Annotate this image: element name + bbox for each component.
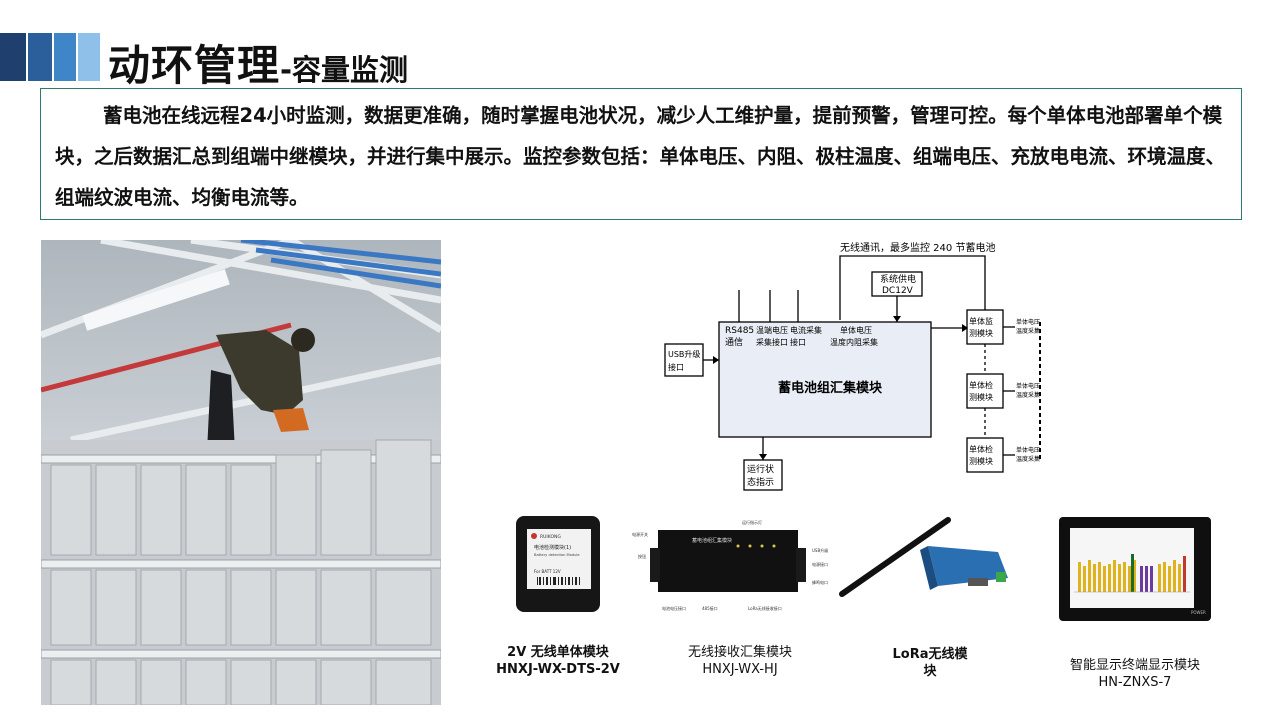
- diagram-port3: 单体电压: [840, 325, 872, 335]
- diagram-tag-3b: 温度采集: [1016, 455, 1040, 463]
- product-display-caption: 智能显示终端显示模块 HN-ZNXS-7: [1050, 657, 1220, 691]
- diagram-tag-2: 单体电压: [1016, 382, 1040, 390]
- system-diagram-svg: 无线通讯，最多监控 240 节蓄电池 系统供电 DC12V RS485 通信 温…: [664, 241, 1041, 491]
- diagram-tag-1b: 温度采集: [1016, 327, 1040, 335]
- receiver-callout-usb: USB升级: [812, 547, 828, 553]
- diagram-cell-2b: 测模块: [969, 392, 993, 402]
- diagram-wireless-note: 无线通讯，最多监控 240 节蓄电池: [840, 241, 995, 254]
- deco-bar-3: [54, 33, 76, 81]
- receiver-callout-voltage: 电池电压接口: [662, 605, 686, 611]
- diagram-power-line2: DC12V: [882, 286, 914, 296]
- diagram-usb-2: 接口: [668, 362, 684, 372]
- page-title-main: 动环管理: [108, 41, 281, 90]
- product-display-terminal: POWER: [1058, 516, 1212, 622]
- battery-room-photo: [41, 240, 441, 705]
- description-text: 蓄电池在线远程24小时监测，数据更准确，随时掌握电池状况，减少人工维护量，提前预…: [55, 104, 1226, 209]
- lora-module-image: [839, 517, 1008, 597]
- diagram-rs485: RS485: [725, 326, 754, 336]
- product-cell-module: RUIKONG 电池检测模块(1) Battery detection Modu…: [515, 515, 601, 613]
- receiver-callout-lora: LoRa无线接收接口: [748, 605, 782, 611]
- diagram-tag-2b: 温度采集: [1016, 391, 1040, 399]
- product-lora-module: [838, 516, 1013, 598]
- product-cell-caption: 2V 无线单体模块 HNXJ-WX-DTS-2V: [478, 644, 638, 678]
- diagram-usb: USB升级: [668, 349, 700, 359]
- cell-module-label2: Battery detection Module: [534, 553, 580, 557]
- diagram-port1: 温端电压: [756, 325, 788, 335]
- diagram-rs485-2: 通信: [725, 336, 743, 348]
- diagram-cell-1b: 测模块: [969, 328, 993, 338]
- product-receiver-model: HNXJ-WX-HJ: [702, 662, 778, 677]
- product-receiver-module: 蓄电池组汇集模块 运行指示灯 电源开关 按钮 USB升级 电源接口 蜂鸣电口 电…: [632, 518, 830, 614]
- cell-module-label3: For BATT 12V: [534, 569, 561, 574]
- diagram-main-module: 蓄电池组汇集模块: [778, 380, 883, 396]
- diagram-status: 运行状: [747, 463, 774, 475]
- diagram-port1-2: 采集接口: [756, 337, 788, 347]
- product-cell-name: 2V 无线单体模块: [507, 645, 609, 660]
- product-lora-caption: LoRa无线模 块: [870, 646, 990, 680]
- product-receiver-caption: 无线接收汇集模块 HNXJ-WX-HJ: [660, 644, 820, 678]
- diagram-power-line1: 系统供电: [880, 273, 916, 285]
- receiver-callout-buzzer: 蜂鸣电口: [812, 579, 828, 585]
- receiver-callout-485: 485接口: [702, 605, 718, 611]
- deco-bar-4: [78, 33, 100, 81]
- diagram-port3-2: 温度内阻采集: [830, 337, 878, 347]
- page-title-sub: -容量监测: [280, 53, 409, 87]
- diagram-cell-2: 单体检: [969, 380, 993, 390]
- diagram-cell-3: 单体检: [969, 444, 993, 454]
- receiver-callout-switch: 电源开关: [632, 531, 648, 537]
- product-receiver-name: 无线接收汇集模块: [687, 645, 792, 660]
- product-lora-name2: 块: [923, 664, 937, 679]
- cell-module-image: RUIKONG 电池检测模块(1) Battery detection Modu…: [516, 516, 600, 612]
- diagram-cell-3b: 测模块: [969, 456, 993, 466]
- product-display-name: 智能显示终端显示模块: [1069, 658, 1200, 673]
- product-lora-name: LoRa无线模: [892, 647, 968, 662]
- receiver-callout-power: 电源接口: [812, 561, 828, 567]
- page-title: 动环管理-容量监测: [108, 32, 408, 93]
- display-terminal-image: POWER: [1059, 517, 1211, 621]
- battery-room-illustration: [41, 240, 441, 705]
- display-brand: POWER: [1191, 610, 1206, 615]
- diagram-tag-3: 单体电压: [1016, 446, 1040, 454]
- cell-module-brand: RUIKONG: [540, 534, 561, 540]
- cell-module-label1: 电池检测模块(1): [534, 544, 571, 551]
- diagram-port2-2: 接口: [790, 337, 806, 347]
- receiver-device-title: 蓄电池组汇集模块: [692, 537, 732, 544]
- deco-bar-1: [0, 33, 26, 81]
- description-box: 蓄电池在线远程24小时监测，数据更准确，随时掌握电池状况，减少人工维护量，提前预…: [40, 88, 1242, 220]
- product-display-model: HN-ZNXS-7: [1098, 675, 1172, 690]
- receiver-module-image: 蓄电池组汇集模块 运行指示灯 电源开关 按钮 USB升级 电源接口 蜂鸣电口 电…: [632, 519, 828, 611]
- receiver-callout-led: 运行指示灯: [742, 519, 762, 525]
- diagram-status-2: 态指示: [747, 476, 774, 488]
- system-diagram: 无线通讯，最多监控 240 节蓄电池 系统供电 DC12V RS485 通信 温…: [660, 240, 1060, 495]
- deco-bar-2: [28, 33, 52, 81]
- diagram-tag-1: 单体电压: [1016, 318, 1040, 326]
- diagram-cell-1: 单体监: [969, 316, 993, 326]
- product-cell-model: HNXJ-WX-DTS-2V: [496, 662, 620, 677]
- diagram-port2: 电流采集: [790, 325, 822, 335]
- receiver-callout-button: 按钮: [638, 553, 646, 559]
